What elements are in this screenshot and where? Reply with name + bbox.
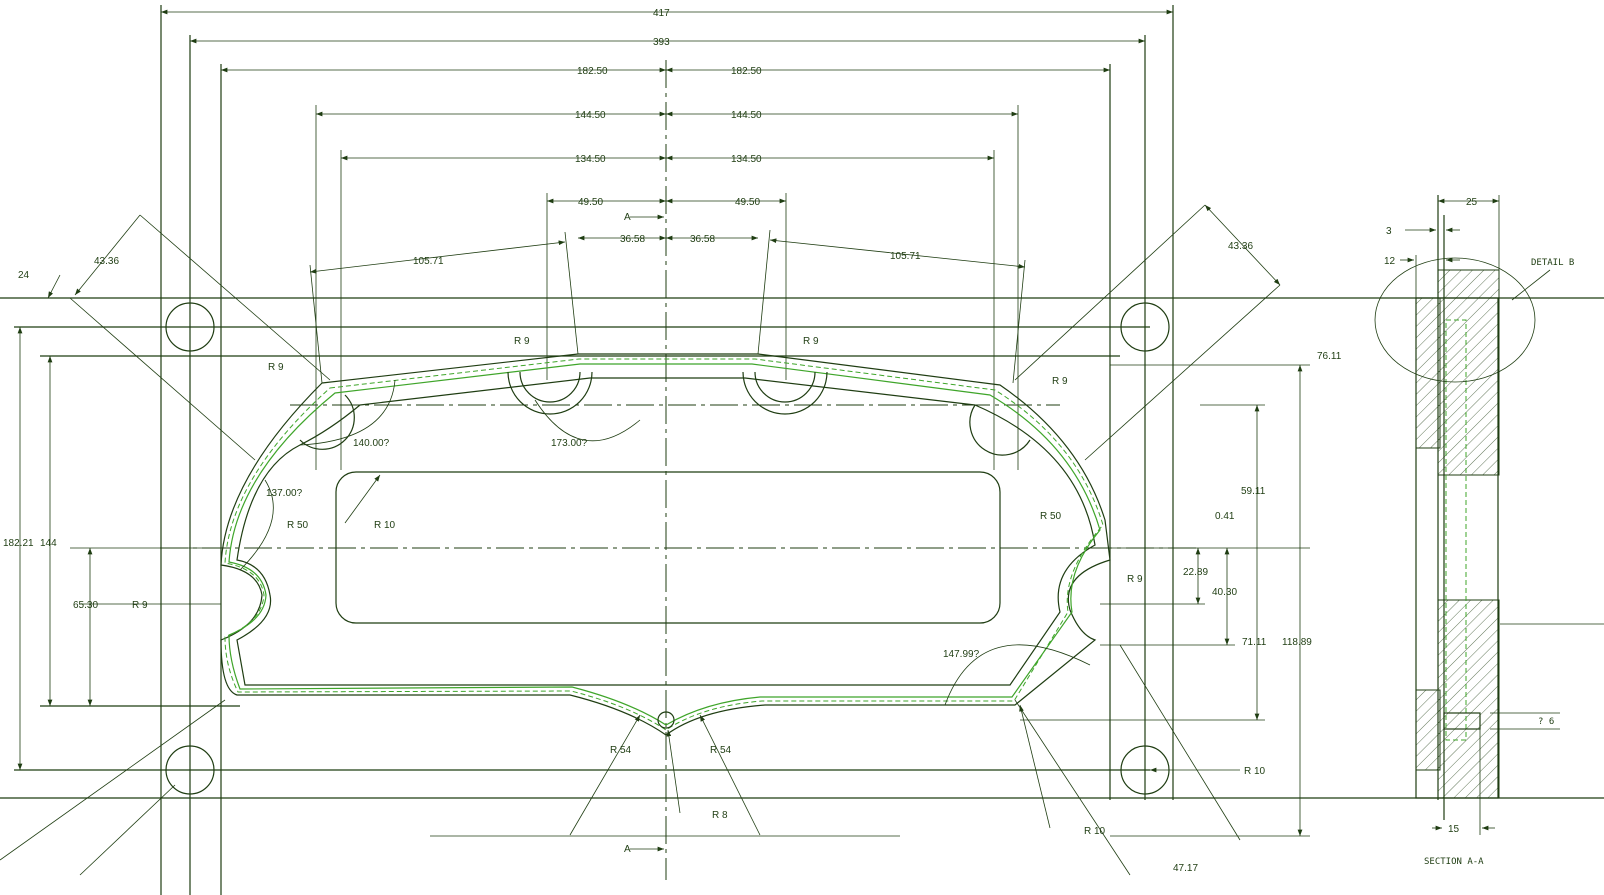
dim-3: 3: [1386, 226, 1392, 237]
angle-137: 137.00?: [266, 488, 303, 499]
detail-b-label: DETAIL B: [1531, 258, 1574, 268]
dim-144: 144: [40, 538, 57, 549]
section-marker-bottom: A: [624, 844, 631, 855]
dim-49-left: 49.50: [578, 197, 603, 208]
dim-144-left: 144.50: [575, 110, 606, 121]
dim-47: 47.17: [1173, 863, 1198, 874]
inner-pocket: [335, 471, 1001, 624]
radius-r10-corner: R 10: [1244, 766, 1266, 777]
radius-r9-top-center-right: R 9: [803, 336, 819, 347]
radius-r54-right: R 54: [710, 745, 732, 756]
dim-144-right: 144.50: [731, 110, 762, 121]
dim-417: 417: [653, 8, 670, 19]
right-dimension-labels: 43.36 R 9 76.11 59.11 R 50 0.41 R 9 22.8…: [943, 241, 1342, 874]
dim-43-right: 43.36: [1228, 241, 1253, 252]
dim-182-left: 182.50: [577, 66, 608, 77]
dim-12: 12: [1384, 256, 1396, 267]
dim-6: ? 6: [1538, 717, 1554, 727]
dim-36-right: 36.58: [690, 234, 715, 245]
radius-r10-bottom: R 10: [1084, 826, 1106, 837]
radius-r9-right: R 9: [1127, 574, 1143, 585]
angle-173: 173.00?: [551, 438, 588, 449]
dim-134-left: 134.50: [575, 154, 606, 165]
dim-0-41: 0.41: [1215, 511, 1235, 522]
radius-r50-left: R 50: [287, 520, 309, 531]
dim-105-left: 105.71: [413, 256, 444, 267]
section-marker-top: A: [624, 212, 631, 223]
radius-r10-pocket: R 10: [374, 520, 396, 531]
dim-71: 71.11: [1242, 637, 1267, 648]
dim-49-right: 49.50: [735, 197, 760, 208]
radius-r9-top-right: R 9: [1052, 376, 1068, 387]
dimension-lines: [0, 9, 1303, 876]
centerlines: [160, 60, 1200, 880]
dim-22: 22.89: [1183, 567, 1208, 578]
dim-76: 76.11: [1317, 351, 1342, 362]
section-labels: 25 3 12 DETAIL B ? 6 15 SECTION A-A: [1384, 197, 1574, 867]
radius-r9-top-center-left: R 9: [514, 336, 530, 347]
radius-r50-right: R 50: [1040, 511, 1062, 522]
dim-43-left: 43.36: [94, 256, 119, 267]
center-labels: A A R 9 R 9 173.00? R 54 R 54 R 8: [514, 212, 819, 855]
dim-182-21: 182.21: [3, 538, 34, 549]
dim-118: 118.89: [1282, 637, 1312, 648]
angle-140: 140.00?: [353, 438, 390, 449]
radius-r8: R 8: [712, 810, 728, 821]
radius-r9-top-left: R 9: [268, 362, 284, 373]
section-view: [1374, 195, 1604, 835]
left-dimension-labels: 24 43.36 182.21 144 65.30 R 9 R 9 140.00…: [3, 256, 396, 611]
plate-outline: [0, 5, 1604, 895]
dim-393: 393: [653, 37, 670, 48]
gasket-groove: [220, 353, 1111, 736]
dim-36-left: 36.58: [620, 234, 645, 245]
dim-40: 40.30: [1212, 587, 1237, 598]
top-dimension-labels: 417 393 182.50 182.50 144.50 144.50 134.…: [413, 8, 921, 267]
radius-r54-left: R 54: [610, 745, 632, 756]
angle-147: 147.99?: [943, 649, 980, 660]
dim-15: 15: [1448, 824, 1460, 835]
dim-65: 65.30: [73, 600, 98, 611]
section-title: SECTION A-A: [1424, 857, 1484, 867]
radius-r9-left: R 9: [132, 600, 148, 611]
dim-182-right: 182.50: [731, 66, 762, 77]
dim-134-right: 134.50: [731, 154, 762, 165]
dim-105-right: 105.71: [890, 251, 921, 262]
angle-arcs: [239, 379, 1091, 706]
dim-59: 59.11: [1241, 486, 1266, 497]
dim-25: 25: [1466, 197, 1478, 208]
dim-24: 24: [18, 270, 30, 281]
